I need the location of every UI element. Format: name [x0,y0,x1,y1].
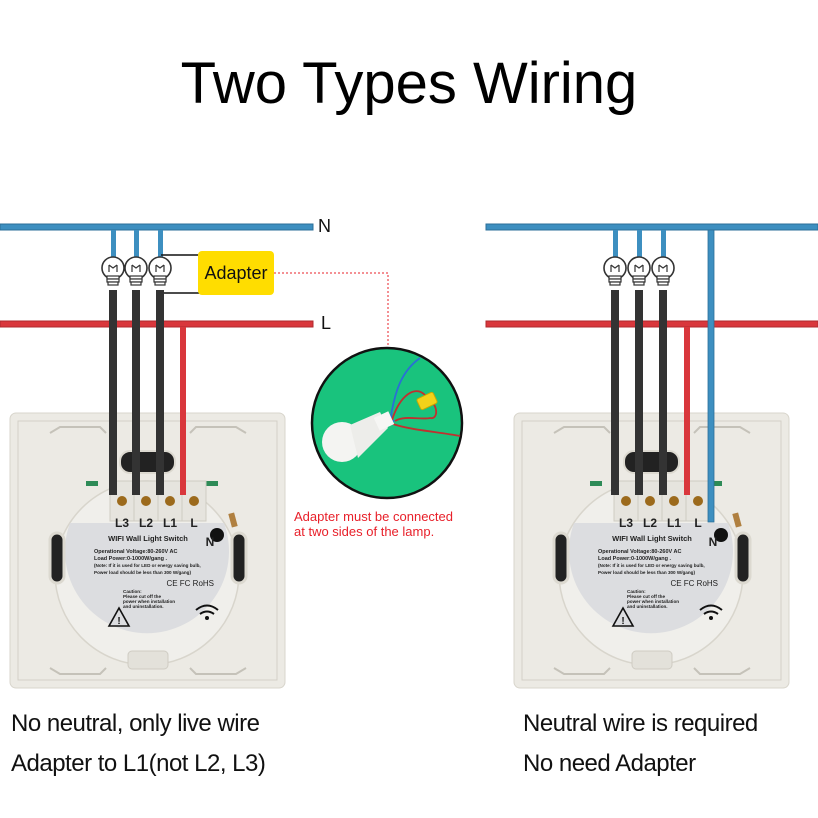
page-title: Two Types Wiring [180,51,638,116]
neutral-wire [0,223,314,231]
bulb-icon [124,256,148,286]
certifications: CE FC RoHS [166,579,214,588]
load-wire-l1 [156,290,164,495]
adapter-box: Adapter [198,251,274,295]
terminal-label: L [190,516,197,530]
caution-line: Caution: [123,589,142,594]
caution-line: power when installation [627,599,679,604]
terminal-label: L3 [115,516,129,530]
right-caption-line-1: Neutral wire is required [523,710,758,737]
callout-line [274,272,389,345]
neutral-drop [134,230,139,258]
note-line: Adapter must be connected [294,509,453,524]
bulb-icon [603,256,627,286]
product-name: WIFI Wall Light Switch [612,534,692,543]
load-wire-l3 [611,290,619,495]
spec-line: Operational Voltage:80-260V AC [94,549,177,555]
spec-line: Power load should be less than 300 W/gan… [598,570,695,575]
load-wire-l2 [132,290,140,495]
bulb-icon [627,256,651,286]
caution-line: Please cut off the [627,594,665,599]
spec-line: (Note: If it is used for LED or energy s… [598,563,705,568]
caution-line: and uninstallation. [123,604,164,609]
spec-line: Operational Voltage:80-260V AC [598,549,681,555]
live-drop [180,327,186,495]
spec-line: Power load should be less than 300 W/gan… [94,570,191,575]
caution-line: Caution: [627,589,646,594]
switch-label-right: L3 L2 L1 L N WIFI Wall Light Switch Oper… [598,516,718,609]
terminal-label: L1 [163,516,177,530]
switch-label-left: L3 L2 L1 L N WIFI Wall Light Switch Oper… [94,516,214,609]
neutral-drop [613,230,618,258]
neutral-drop [111,230,116,258]
neutral-drop [637,230,642,258]
bulb-icon [651,256,675,286]
terminal-label: L2 [139,516,153,530]
left-caption-line-2: Adapter to L1(not L2, L3) [11,750,266,777]
note-line: at two sides of the lamp. [294,524,434,539]
neutral-wire [485,223,818,231]
caution-line: power when installation [123,599,175,604]
spec-line: Load Power:0-1000W/gang . [598,556,672,562]
spec-line: (Note: If it is used for LED or energy s… [94,563,201,568]
bulb-icon [148,256,172,286]
neutral-terminal-label: N [206,535,215,549]
load-wire-l3 [109,290,117,495]
neutral-drop [158,230,163,258]
live-label: L [321,313,332,333]
neutral-drop [661,230,666,258]
neutral-drop-to-switch [707,229,715,523]
terminal-label: L3 [619,516,633,530]
terminal-label: L2 [643,516,657,530]
right-diagram: L3 L2 L1 L N WIFI Wall Light Switch Oper… [485,223,818,690]
neutral-terminal-label: N [709,535,718,549]
left-diagram: L3 L2 L1 L N WIFI Wall Light Switch Oper… [0,223,389,690]
caution-line: and uninstallation. [627,604,668,609]
left-caption-line-1: No neutral, only live wire [11,710,260,737]
load-wire-l1 [659,290,667,495]
terminal-label: L [694,516,701,530]
neutral-label: N [318,216,331,236]
live-drop [684,327,690,495]
lamp-adapter-photo [310,346,464,500]
certifications: CE FC RoHS [670,579,718,588]
bulb-icon [101,256,125,286]
terminal-label: L1 [667,516,681,530]
callout-note: Adapter must be connected at two sides o… [294,509,453,539]
product-name: WIFI Wall Light Switch [108,534,188,543]
load-wire-l2 [635,290,643,495]
spec-line: Load Power:0-1000W/gang . [94,556,168,562]
right-caption-line-2: No need Adapter [523,750,696,777]
live-wire [485,320,818,328]
caution-line: Please cut off the [123,594,161,599]
